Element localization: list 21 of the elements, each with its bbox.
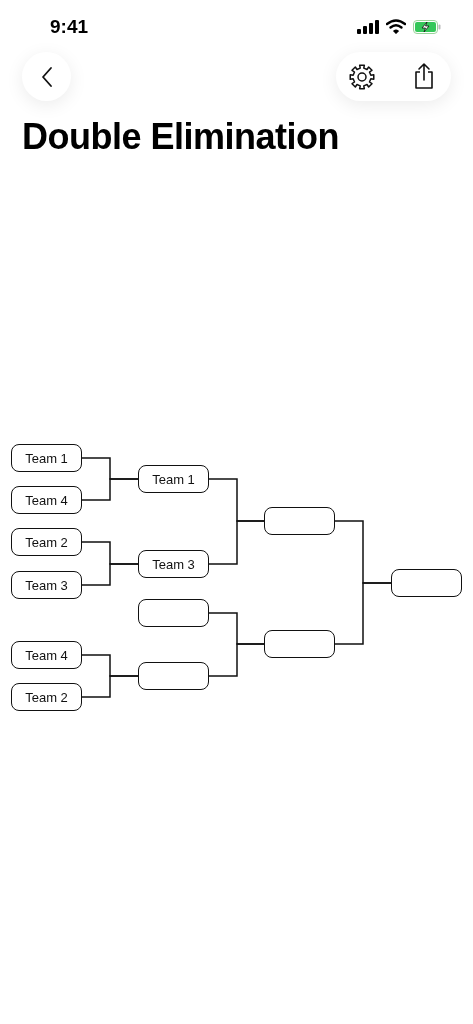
empty-slot	[138, 662, 209, 690]
bracket-connector	[334, 582, 392, 645]
empty-slot	[264, 630, 335, 658]
bracket-connector	[81, 563, 139, 586]
team-slot: Team 2	[11, 528, 82, 556]
bracket-connector	[208, 643, 265, 677]
team-slot: Team 1	[138, 465, 209, 493]
team-slot: Team 1	[11, 444, 82, 472]
bracket-connector	[81, 478, 139, 501]
empty-slot	[138, 599, 209, 627]
page-title: Double Elimination	[22, 116, 339, 158]
team-slot: Team 4	[11, 641, 82, 669]
team-slot: Team 3	[11, 571, 82, 599]
bracket-connector	[208, 520, 265, 565]
team-slot: Team 4	[11, 486, 82, 514]
team-slot: Team 3	[138, 550, 209, 578]
empty-slot	[391, 569, 462, 597]
empty-slot	[264, 507, 335, 535]
bracket-connector	[81, 675, 139, 698]
status-time: 9:41	[50, 16, 89, 38]
team-slot: Team 2	[11, 683, 82, 711]
